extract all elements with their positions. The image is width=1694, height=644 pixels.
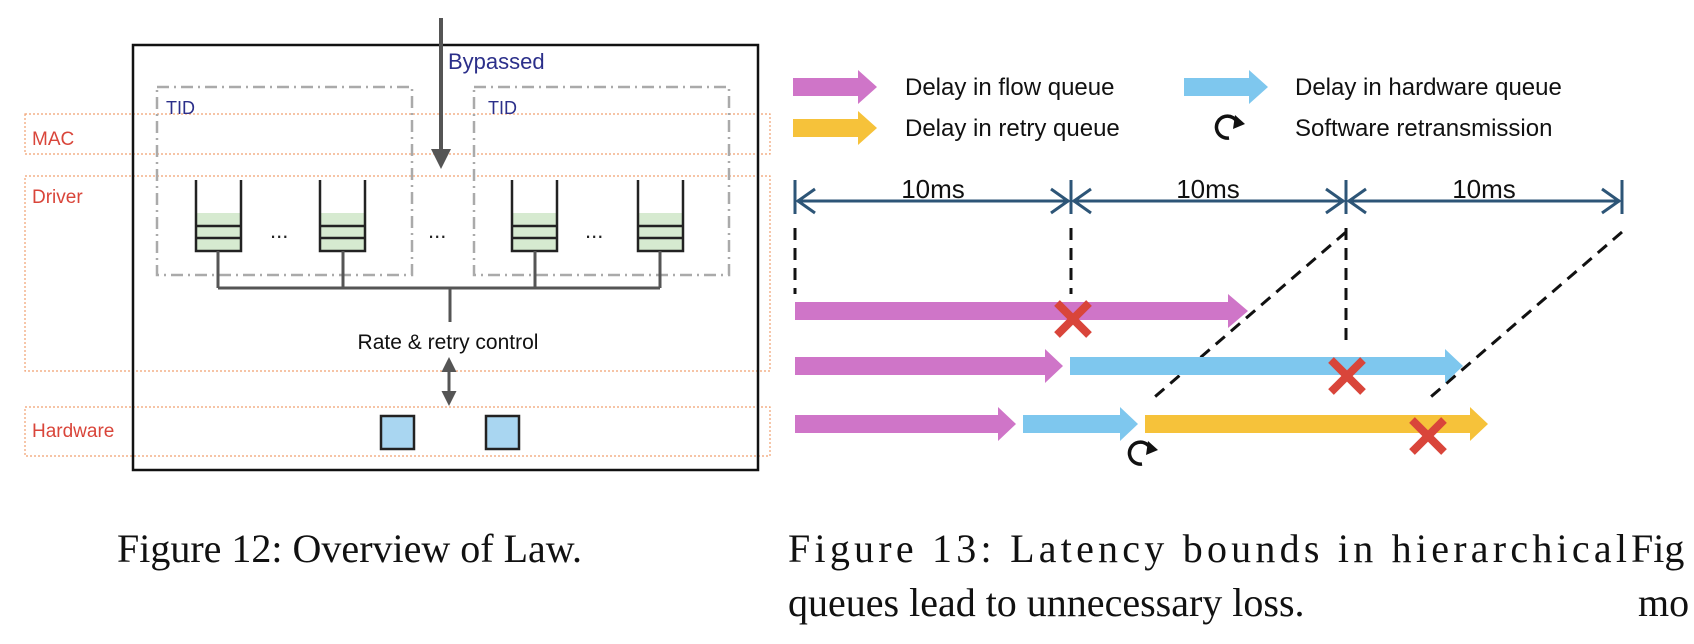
mac-layer-label: MAC — [32, 129, 74, 150]
figure-13-caption-line1: Figure 13: Latency bounds in hierarchica… — [788, 526, 1627, 571]
retransmit-icon — [1214, 114, 1245, 140]
mac-layer-band — [24, 113, 771, 155]
ellipsis-left: ... — [270, 218, 288, 243]
legend-flow-queue-arrow — [793, 70, 877, 104]
queue-bus — [216, 251, 662, 322]
row2-hardware-queue-arrow — [1070, 349, 1463, 383]
ellipsis-right: ... — [585, 218, 603, 243]
interval-label-2: 10ms — [1176, 174, 1240, 204]
tid-group-left — [155, 85, 414, 277]
loss-x-row3 — [1409, 417, 1447, 455]
row1-flow-queue-arrow — [795, 294, 1248, 328]
row3-retry-queue-arrow — [1145, 407, 1488, 441]
tid-label-right: TID — [488, 98, 517, 118]
loss-x-row1 — [1054, 300, 1092, 338]
row3-retransmit-icon — [1127, 440, 1158, 466]
legend-hardware-queue-arrow — [1184, 70, 1268, 104]
legend-hardware-queue-label: Delay in hardware queue — [1295, 74, 1562, 101]
timeline — [793, 180, 1624, 215]
queue-3 — [510, 180, 559, 253]
queue-4 — [636, 180, 685, 253]
ellipsis-middle: ... — [428, 218, 446, 243]
bypassed-label: Bypassed — [448, 49, 545, 74]
row3-hardware-queue-arrow — [1023, 407, 1138, 441]
figure-12: MAC Driver Hardware TID TID — [24, 18, 771, 571]
figure-14-fragment: Fig mo — [1631, 526, 1689, 625]
loss-x-row2 — [1328, 357, 1366, 395]
interval-label-1: 10ms — [901, 174, 965, 204]
legend-retry-queue-label: Delay in retry queue — [905, 115, 1120, 142]
legend-flow-queue-label: Delay in flow queue — [905, 74, 1114, 101]
queue-2 — [318, 180, 367, 253]
queue-1 — [194, 180, 243, 253]
figure-14-caption-fragment-line2: mo — [1638, 580, 1689, 625]
rate-retry-control-label: Rate & retry control — [358, 331, 539, 354]
figure-14-caption-fragment-line1: Fig — [1631, 526, 1684, 571]
driver-layer-band — [24, 175, 771, 372]
hardware-layer-label: Hardware — [32, 421, 114, 442]
legend-retry-queue-arrow — [793, 111, 877, 145]
interval-label-3: 10ms — [1452, 174, 1516, 204]
row3-flow-queue-arrow — [795, 407, 1016, 441]
tid-label-left: TID — [166, 98, 195, 118]
row2-flow-queue-arrow — [795, 349, 1063, 383]
driver-layer-label: Driver — [32, 187, 83, 208]
tid-group-right — [472, 85, 731, 277]
figure-12-caption: Figure 12: Overview of Law. — [117, 526, 582, 571]
legend-software-retransmission-label: Software retransmission — [1295, 115, 1552, 142]
hardware-layer-band — [24, 406, 771, 457]
legend: Delay in flow queue Delay in hardware qu… — [793, 70, 1562, 145]
figure-13: Delay in flow queue Delay in hardware qu… — [788, 70, 1627, 625]
deadline-guides — [793, 228, 1623, 403]
figure-13-caption-line2: queues lead to unnecessary loss. — [788, 580, 1305, 625]
hardware-block-2 — [484, 414, 521, 451]
law-system-box — [131, 43, 760, 472]
hardware-block-1 — [379, 414, 416, 451]
